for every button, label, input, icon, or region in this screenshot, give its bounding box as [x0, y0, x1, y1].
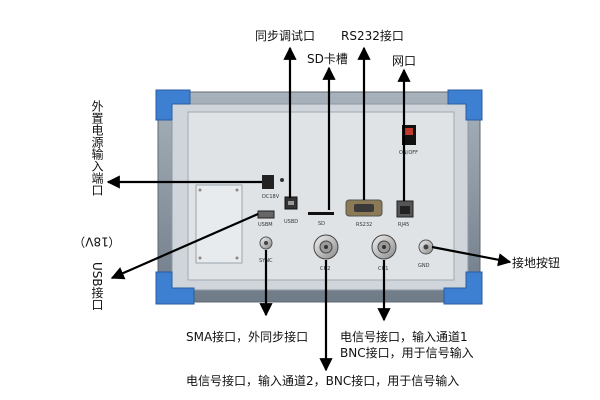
label-ext-power-voltage: （18V）	[90, 218, 104, 265]
voltage-text: （18V）	[73, 235, 120, 249]
rs232-text: RS232	[356, 222, 372, 228]
usbd-text: USBD	[284, 219, 298, 225]
label-sd-slot: SD卡槽	[307, 52, 348, 66]
device-body	[158, 92, 480, 302]
label-ch1-line2: BNC接口，用于信号输入	[340, 346, 474, 360]
label-rs232: RS232接口	[341, 29, 404, 43]
sd-slot	[308, 212, 334, 215]
dc18v-text: DC18V	[262, 194, 280, 200]
gnd-text: GND	[418, 263, 430, 269]
rj45-text: RJ45	[398, 222, 409, 228]
label-usb: USB接口	[90, 262, 104, 311]
usbm-port	[258, 211, 274, 218]
label-sync-debug: 同步调试口	[255, 29, 315, 43]
label-network: 网口	[392, 54, 416, 68]
usbm-text: USBM	[258, 222, 273, 228]
label-sma: SMA接口，外同步接口	[186, 330, 308, 344]
onoff-text: ON/OFF	[399, 150, 418, 156]
label-ground-button: 接地按钮	[512, 256, 560, 270]
label-ch2: 电信号接口，输入通道2，BNC接口，用于信号输入	[186, 374, 459, 388]
sd-text: SD	[318, 221, 325, 227]
label-ext-power: 外置电源输入端口	[90, 100, 104, 196]
dc18v-jack	[262, 175, 274, 189]
usb-text: USB接口	[90, 262, 104, 311]
label-ch1-line1: 电信号接口，输入通道1	[340, 330, 468, 344]
